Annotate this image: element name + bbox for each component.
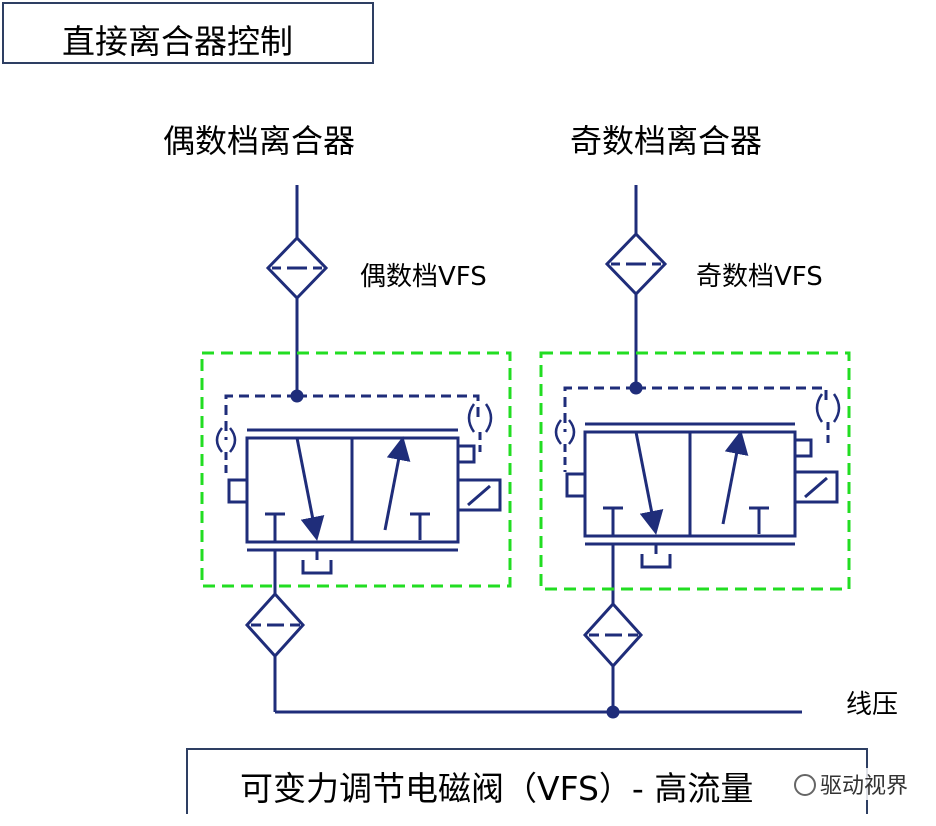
line-pressure-junction-dot xyxy=(606,705,620,719)
wechat-icon xyxy=(794,774,816,796)
watermark: 驱动视界 xyxy=(790,768,913,800)
even-valve-group-boundary xyxy=(200,351,512,588)
title-box: 直接离合器控制 xyxy=(2,2,374,64)
even-vfs-label: 偶数档VFS xyxy=(360,262,487,292)
watermark-text: 驱动视界 xyxy=(820,774,909,799)
even-orifice-right-icon xyxy=(467,403,493,433)
odd-solenoid-icon xyxy=(793,470,839,504)
even-circuit xyxy=(215,185,502,712)
caption-text: 可变力调节电磁阀（VFS）- 高流量 xyxy=(240,769,754,808)
even-valve-pilot-cap xyxy=(456,444,476,464)
odd-circuit xyxy=(554,185,841,712)
even-valve-spring-cap xyxy=(227,478,249,504)
odd-valve-spring-cap xyxy=(565,472,587,498)
even-tank-icon xyxy=(301,560,333,575)
odd-clutch-label: 奇数档离合器 xyxy=(570,122,763,160)
line-pressure-label: 线压 xyxy=(846,690,899,720)
odd-tank-icon xyxy=(640,554,672,569)
odd-valve-group-boundary xyxy=(539,351,851,591)
odd-orifice-left-icon xyxy=(554,419,576,445)
caption-box: 可变力调节电磁阀（VFS）- 高流量 xyxy=(186,748,868,814)
even-clutch-label: 偶数档离合器 xyxy=(163,122,356,160)
even-solenoid-icon xyxy=(456,478,502,512)
title-text: 直接离合器控制 xyxy=(62,22,293,61)
even-orifice-left-icon xyxy=(215,427,237,453)
odd-valve-pilot-cap xyxy=(793,438,813,458)
odd-vfs-label: 奇数档VFS xyxy=(696,262,823,292)
odd-orifice-right-icon xyxy=(815,393,841,423)
